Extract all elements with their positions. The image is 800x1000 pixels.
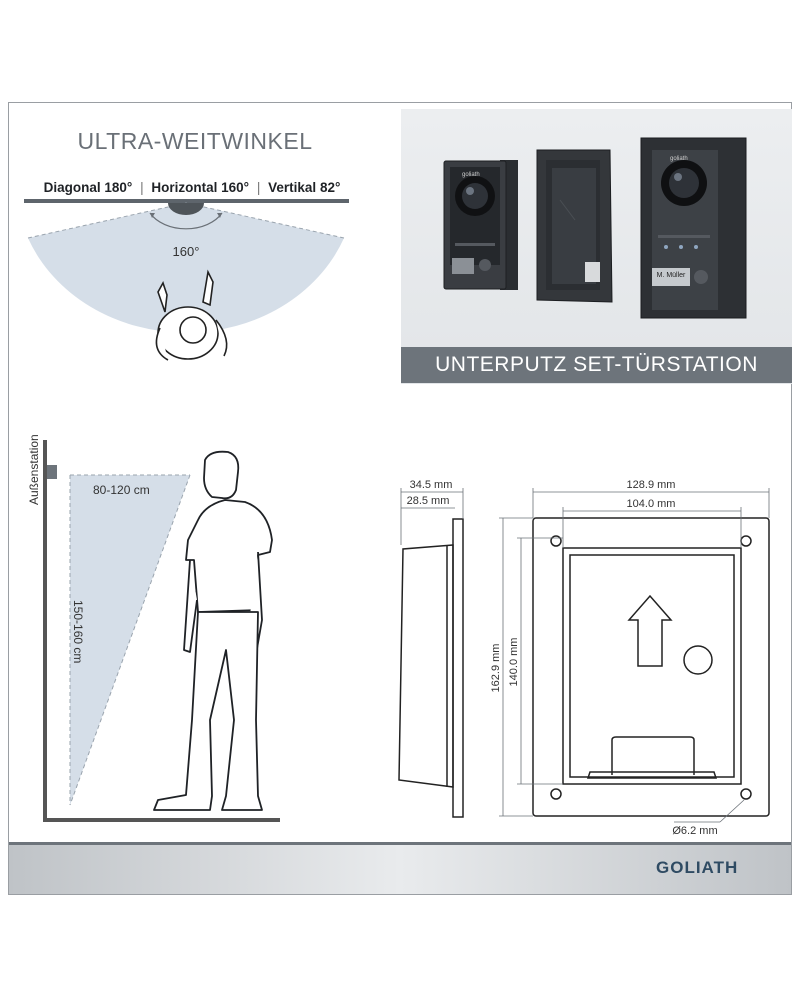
mount-hole <box>550 535 562 547</box>
distance-label: 80-120 cm <box>93 483 150 497</box>
flush-station-photo: goliath <box>640 137 747 319</box>
diagonal-value: 180° <box>104 180 133 195</box>
depth-inner-label: 28.5 mm <box>407 495 450 507</box>
side-view-box <box>398 544 454 788</box>
width-outer-label: 128.9 mm <box>627 479 676 491</box>
front-view-box <box>562 547 742 785</box>
height-inner-label: 140.0 mm <box>508 638 520 687</box>
vertical-label: Vertikal <box>268 180 317 195</box>
product-banner: UNTERPUTZ SET-TÜRSTATION <box>401 347 792 383</box>
mount-hole <box>740 535 752 547</box>
wall-label: Außenstation <box>27 434 41 505</box>
camera-dome-icon <box>168 203 204 215</box>
brand-logo: GOLIATH <box>656 858 739 877</box>
mount-hole <box>550 788 562 800</box>
door-station-icon <box>47 465 57 479</box>
mount-hole <box>740 788 752 800</box>
hole-diameter-label: Ø6.2 mm <box>672 825 717 837</box>
fov-angle: 160° <box>173 244 200 259</box>
vertical-value: 82° <box>319 180 341 195</box>
depth-outer-label: 34.5 mm <box>410 479 453 491</box>
separator: | <box>256 180 261 195</box>
front-view-frame <box>532 517 770 817</box>
standing-person-icon <box>153 450 273 811</box>
wide-angle-title: ULTRA-WEITWINKEL <box>77 128 313 154</box>
wall-bar <box>24 199 349 203</box>
footer-rule <box>9 842 791 845</box>
nameplate-label: M. Müller <box>656 272 686 279</box>
angle-specs: Diagonal 180° | Horizontal 160° | Vertik… <box>22 180 362 195</box>
cable-hole <box>683 645 713 675</box>
svg-text:goliath: goliath <box>670 156 688 162</box>
height-label: 150-160 cm <box>71 600 85 663</box>
flush-mount-box-photo <box>536 149 613 303</box>
width-inner-label: 104.0 mm <box>627 498 676 510</box>
door-station-front-photo: goliath <box>443 160 518 290</box>
horizontal-label: Horizontal <box>151 180 218 195</box>
diagonal-label: Diagonal <box>43 180 101 195</box>
horizontal-value: 160° <box>221 180 250 195</box>
fov-cone <box>28 203 344 333</box>
person-topview-icon <box>155 269 228 361</box>
footer-bar <box>9 845 791 894</box>
separator: | <box>140 180 144 195</box>
up-arrow-icon <box>627 594 673 667</box>
side-view-flange <box>452 518 464 818</box>
height-outer-label: 162.9 mm <box>490 644 502 693</box>
svg-text:goliath: goliath <box>462 172 480 178</box>
